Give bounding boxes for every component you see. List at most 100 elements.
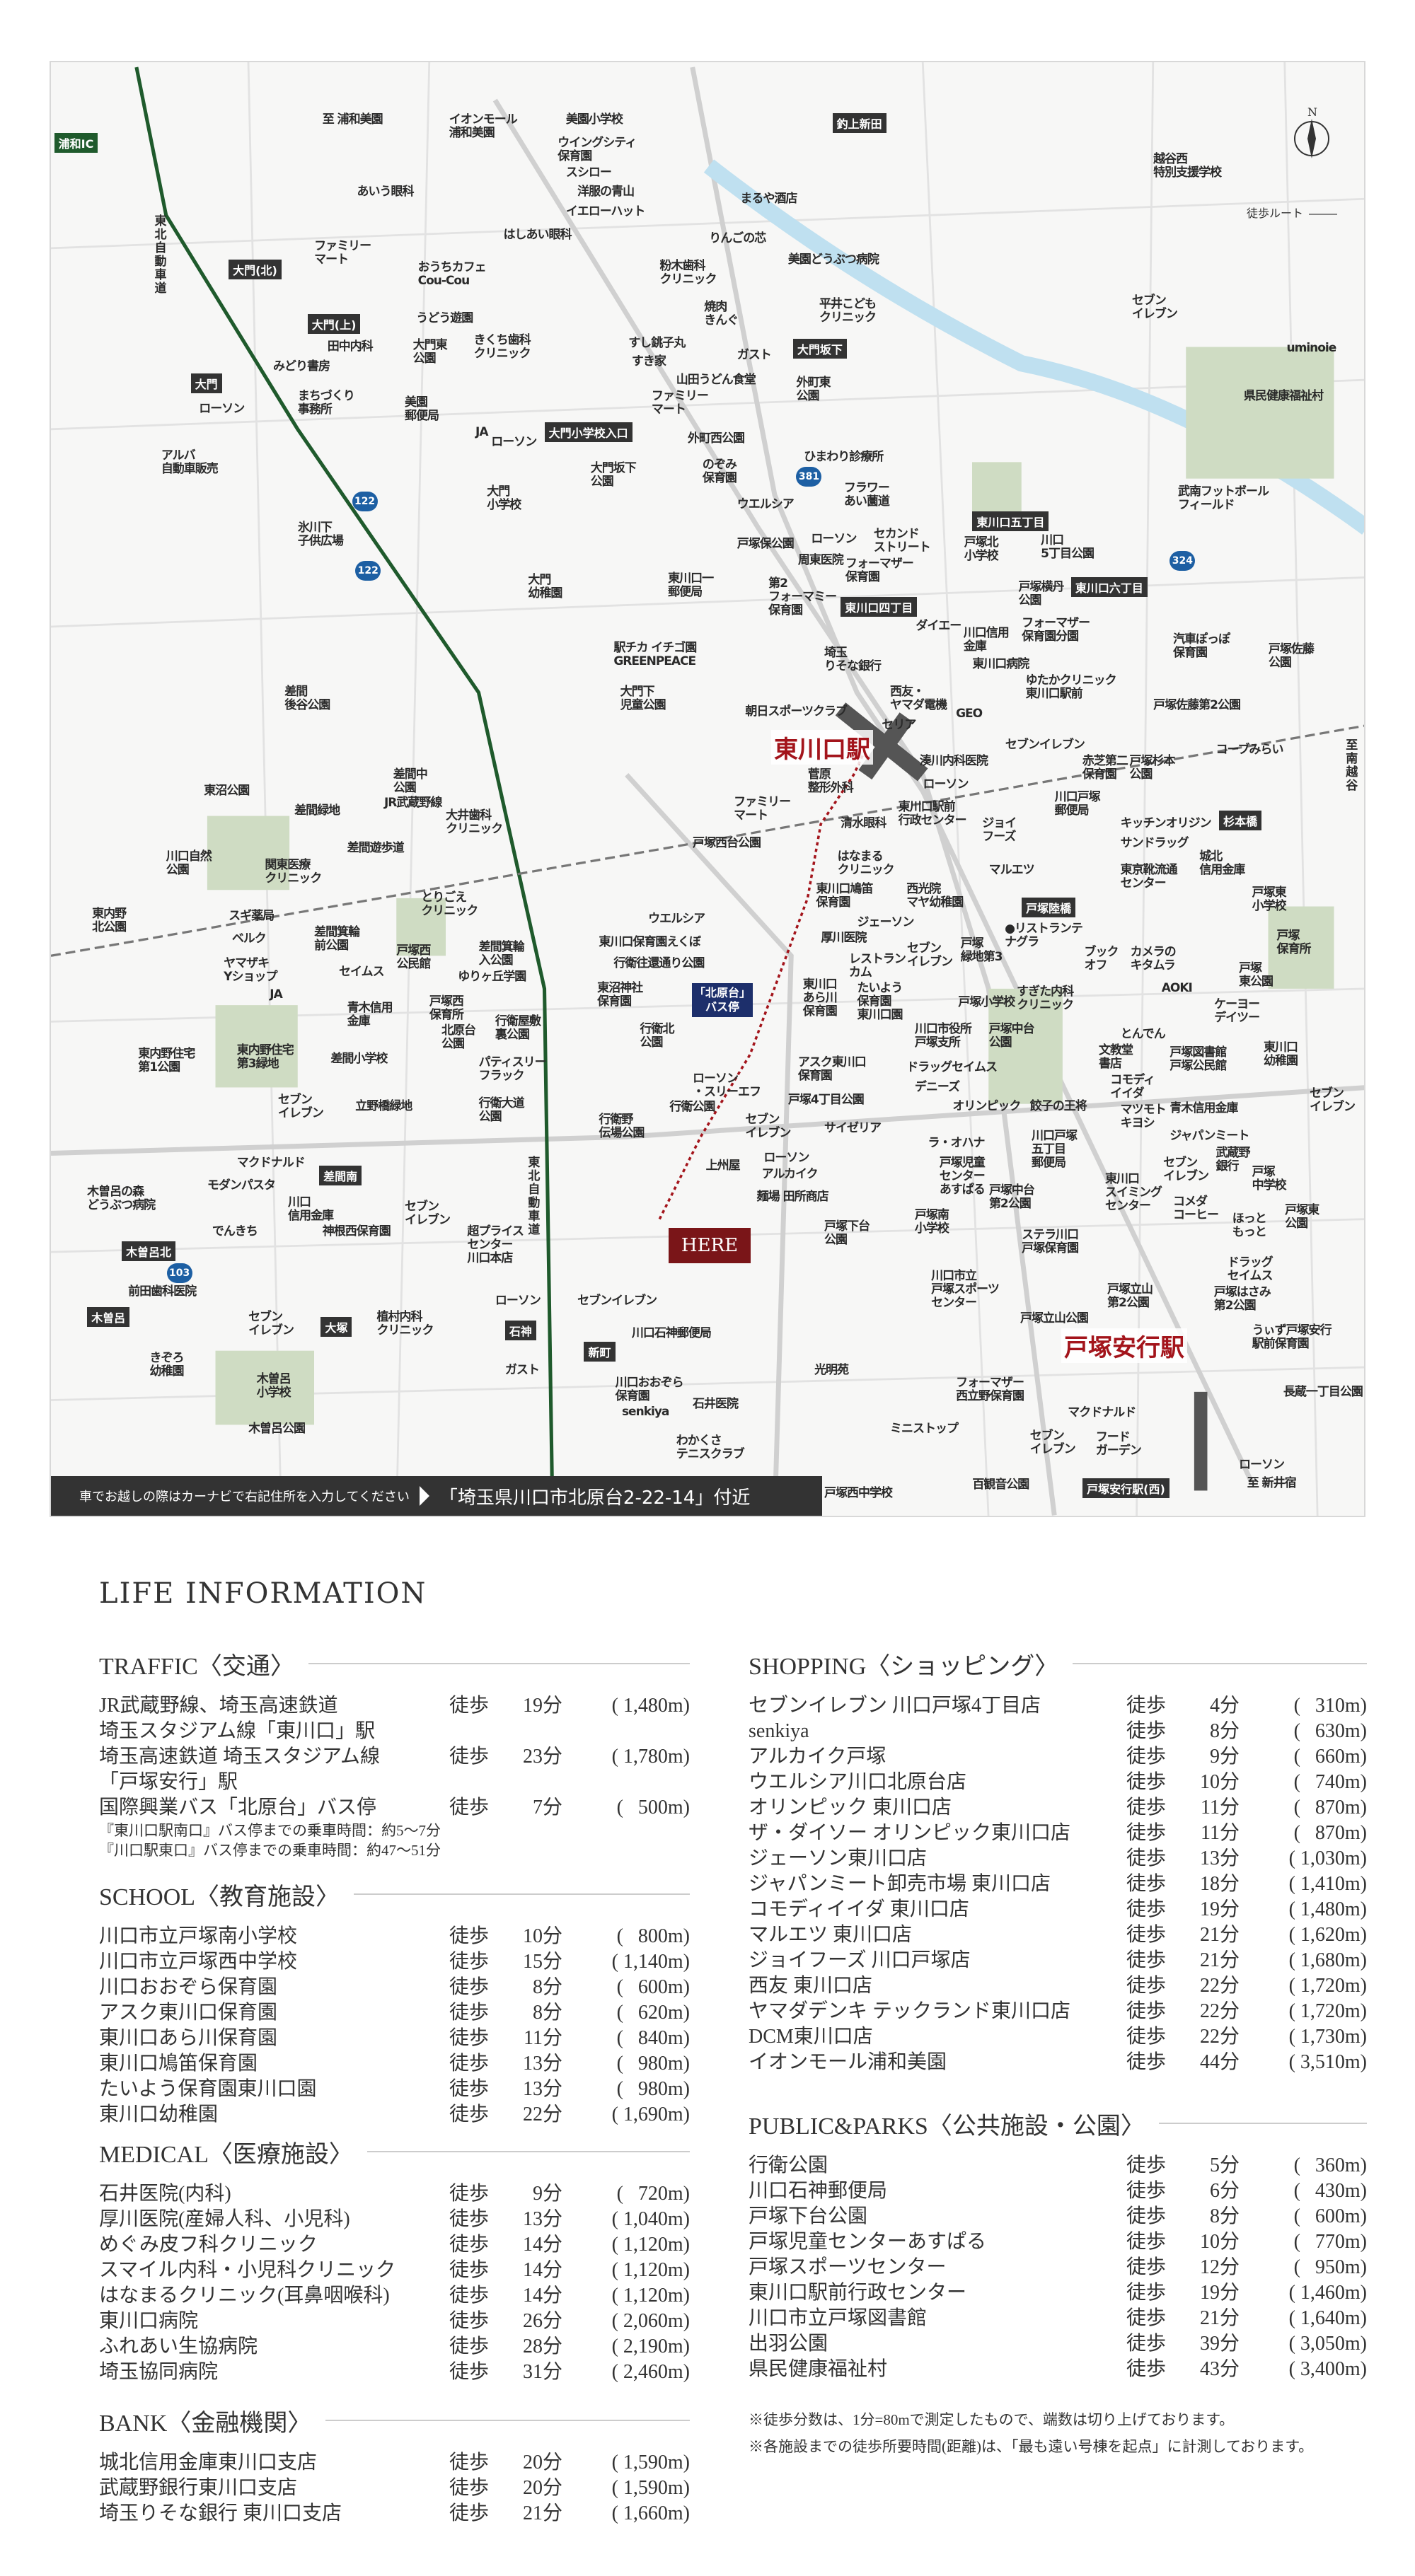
route-shield-icon: 103 bbox=[166, 1263, 192, 1283]
intersection-badge: 大塚 bbox=[320, 1317, 352, 1338]
intersection-badge: 杉本橋 bbox=[1219, 811, 1262, 831]
map-label: すぎた内科 クリニック bbox=[1017, 984, 1074, 1012]
map-label: はしあい眼科 bbox=[503, 227, 572, 242]
map-label: 行衛公園 bbox=[669, 1100, 715, 1115]
walk-distance: ( 600m) bbox=[1293, 2205, 1367, 2227]
facility-name: ジョイフーズ 川口戸塚店 bbox=[749, 1949, 971, 1971]
map-label: 外町西公園 bbox=[688, 431, 745, 446]
map-label: 東川口 あら川 保育園 bbox=[802, 977, 838, 1019]
map-label: 東沼神社 保育園 bbox=[597, 981, 643, 1009]
map-label: ローソン ・スリーエフ bbox=[692, 1071, 761, 1099]
walk-minutes: 20分 bbox=[522, 2477, 562, 2499]
map-label: 石井医院 bbox=[692, 1397, 739, 1412]
map-label: フラワー あい薗道 bbox=[843, 481, 890, 509]
map-label: 差間箕輪 入公園 bbox=[478, 939, 525, 968]
map-label: 至 南越谷 bbox=[1346, 738, 1358, 793]
map-label: とんでん bbox=[1120, 1027, 1166, 1042]
map-label: 赤芝第二 保育園 bbox=[1082, 753, 1128, 782]
map-label: 平井こども クリニック bbox=[819, 296, 877, 325]
map-label: 西光院 マヤ幼稚園 bbox=[906, 882, 964, 910]
map-label: ひまわり診療所 bbox=[804, 449, 884, 464]
map-label: 城北 信用金庫 bbox=[1199, 849, 1245, 877]
map-label: 東沼公園 bbox=[204, 783, 250, 798]
facility-name: 国際興業バス「北原台」バス停 bbox=[99, 1797, 377, 1818]
facility-name: ウエルシア川口北原台店 bbox=[749, 1771, 967, 1793]
map-label: 戸塚4丁目公園 bbox=[787, 1093, 865, 1108]
walk-minutes: 22分 bbox=[1199, 2026, 1240, 2048]
walk-distance: ( 1,690m) bbox=[611, 2104, 690, 2125]
bus-ride-note: 『東川口駅南口』バス停までの乗車時間：約5〜7分 bbox=[99, 1822, 441, 1839]
walk-minutes: 9分 bbox=[1209, 1746, 1240, 1768]
map-label: 行衛屋敷 裏公園 bbox=[495, 1014, 541, 1042]
map-label: 川口自然 公園 bbox=[166, 849, 212, 877]
walk-distance: ( 1,730m) bbox=[1288, 2026, 1367, 2048]
facility-name: 埼玉高速鉄道 埼玉スタジアム線 bbox=[99, 1746, 381, 1768]
map-label: 川口石神郵便局 bbox=[631, 1326, 712, 1341]
map-label: ほっと もっと bbox=[1232, 1211, 1267, 1239]
map-label: ベルク bbox=[231, 932, 267, 946]
life-information-title: LIFE INFORMATION bbox=[99, 1577, 427, 1610]
section-header: MEDICAL〈医療施設〉 bbox=[99, 2136, 690, 2168]
map-label: フォーマザー 西立野保育園 bbox=[956, 1376, 1024, 1404]
map-label: ローソン bbox=[1239, 1458, 1285, 1473]
intersection-badge: 戸塚安行駅(西) bbox=[1082, 1478, 1169, 1499]
walk-label: 徒歩 bbox=[449, 2027, 490, 2049]
facility-name: めぐみ皮フ科クリニック bbox=[99, 2234, 318, 2256]
section-header: BANK〈金融機関〉 bbox=[99, 2405, 690, 2437]
walk-distance: ( 740m) bbox=[1293, 1771, 1367, 1793]
walk-minutes: 19分 bbox=[1199, 2282, 1240, 2304]
walk-label: 徒歩 bbox=[1126, 2358, 1167, 2380]
map-label: 至 浦和美園 bbox=[322, 112, 383, 127]
intersection-badge: 差間南 bbox=[319, 1166, 362, 1186]
map-label: セブン イレブン bbox=[277, 1093, 324, 1121]
map-label: ウエルシア bbox=[737, 497, 795, 512]
route-shield-icon: 381 bbox=[796, 467, 822, 487]
walk-label: 徒歩 bbox=[1126, 1822, 1167, 1844]
map-label: 川口 5丁目公園 bbox=[1041, 533, 1095, 561]
section-title: MEDICAL〈医療施設〉 bbox=[99, 2141, 353, 2168]
walk-minutes: 8分 bbox=[1209, 1720, 1240, 1742]
map-label: セイムス bbox=[338, 964, 385, 979]
map-label: 湊川内科医院 bbox=[919, 754, 988, 769]
walk-minutes: 14分 bbox=[522, 2234, 562, 2256]
route-shield-icon: 324 bbox=[1169, 550, 1196, 571]
legend-line-icon bbox=[1309, 213, 1338, 215]
facility-name: 埼玉スタジアム線「東川口」駅 bbox=[99, 1720, 376, 1742]
map-label: 上州屋 bbox=[705, 1159, 741, 1173]
facility-name: セブンイレブン 川口戸塚4丁目店 bbox=[749, 1695, 1041, 1717]
map-label: 美園小学校 bbox=[565, 112, 623, 127]
walk-label: 徒歩 bbox=[1126, 1949, 1167, 1971]
walk-distance: ( 500m) bbox=[616, 1797, 690, 1818]
intersection-badge: 大門坂下 bbox=[792, 338, 847, 359]
map-label: 東内野 北公園 bbox=[92, 907, 127, 935]
map-label: 外町東 公園 bbox=[796, 376, 831, 404]
map-label: 大門東 公園 bbox=[412, 337, 448, 366]
walk-distance: ( 1,720m) bbox=[1288, 2000, 1367, 2022]
map-label: ドラッグセイムス bbox=[906, 1060, 998, 1074]
map-label: ジェーソン bbox=[857, 915, 915, 929]
walk-label: 徒歩 bbox=[1126, 2000, 1167, 2022]
map-label: ウエルシア bbox=[648, 912, 705, 927]
facility-name: ふれあい生協病院 bbox=[99, 2336, 258, 2357]
map-label: まるや酒店 bbox=[740, 191, 797, 206]
walk-distance: ( 1,620m) bbox=[1288, 1924, 1367, 1946]
map-label: セブン イレブン bbox=[745, 1113, 791, 1141]
map-label: セブン イレブン bbox=[1131, 293, 1178, 321]
map-label: アスク東川口 保育園 bbox=[797, 1055, 867, 1083]
map-label: 戸塚中台 公園 bbox=[988, 1022, 1035, 1050]
map-label: ローソン bbox=[495, 1293, 541, 1308]
walk-minutes: 11分 bbox=[1201, 1822, 1240, 1844]
map-label: 木曽呂の森 どうぶつ病院 bbox=[87, 1185, 156, 1213]
walk-minutes: 11分 bbox=[524, 2027, 562, 2049]
walk-minutes: 22分 bbox=[1199, 2000, 1240, 2022]
walk-distance: ( 3,510m) bbox=[1288, 2051, 1367, 2073]
